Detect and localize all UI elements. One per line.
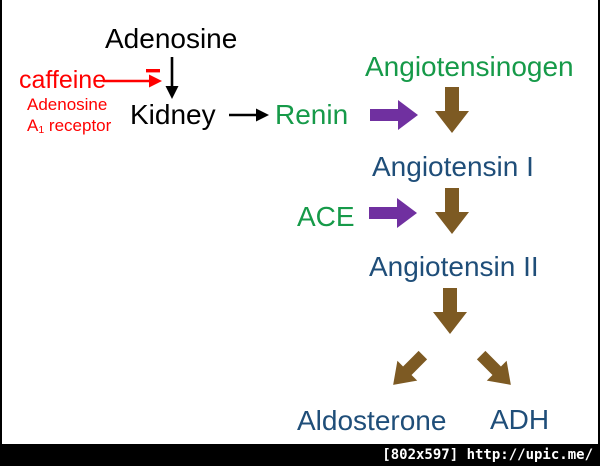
- receptor-rest-text: receptor: [44, 116, 112, 135]
- label-caffeine: caffeine: [19, 66, 107, 94]
- kidney-to-renin-arrow-icon: [229, 108, 269, 122]
- receptor-a1-subscript: 1: [38, 124, 45, 137]
- adenosine-to-kidney-arrow-icon: [165, 57, 179, 99]
- label-kidney: Kidney: [130, 99, 216, 130]
- label-aldosterone: Aldosterone: [297, 405, 447, 436]
- watermark-bar: [802x597] http://upic.me/: [2, 444, 598, 466]
- angiotensin2-output-arrow-icon: [433, 288, 467, 334]
- label-adh: ADH: [490, 404, 550, 435]
- label-ace: ACE: [297, 201, 355, 232]
- watermark-text: [802x597] http://upic.me/: [382, 447, 593, 463]
- inhibition-minus-icon: [146, 69, 160, 73]
- to-adh-arrow-icon: [476, 350, 511, 385]
- label-adenosine-receptor-line1: Adenosine: [27, 95, 108, 114]
- angiotensin1-to-angiotensin2-arrow-icon: [435, 188, 469, 234]
- label-renin: Renin: [275, 99, 349, 130]
- label-angiotensin-1: Angiotensin I: [372, 151, 534, 182]
- receptor-a1-text: A: [27, 116, 39, 135]
- caffeine-inhibition-arrow-icon: [103, 69, 162, 88]
- label-angiotensinogen: Angiotensinogen: [365, 51, 574, 82]
- renin-action-arrow-icon: [370, 100, 418, 130]
- label-adenosine: Adenosine: [105, 23, 238, 54]
- angiotensinogen-to-angiotensin1-arrow-icon: [435, 87, 469, 133]
- label-angiotensin-2: Angiotensin II: [369, 251, 539, 282]
- label-adenosine-receptor-line2: A1 receptor: [27, 116, 112, 137]
- to-aldosterone-arrow-icon: [393, 350, 428, 385]
- ace-action-arrow-icon: [369, 198, 417, 228]
